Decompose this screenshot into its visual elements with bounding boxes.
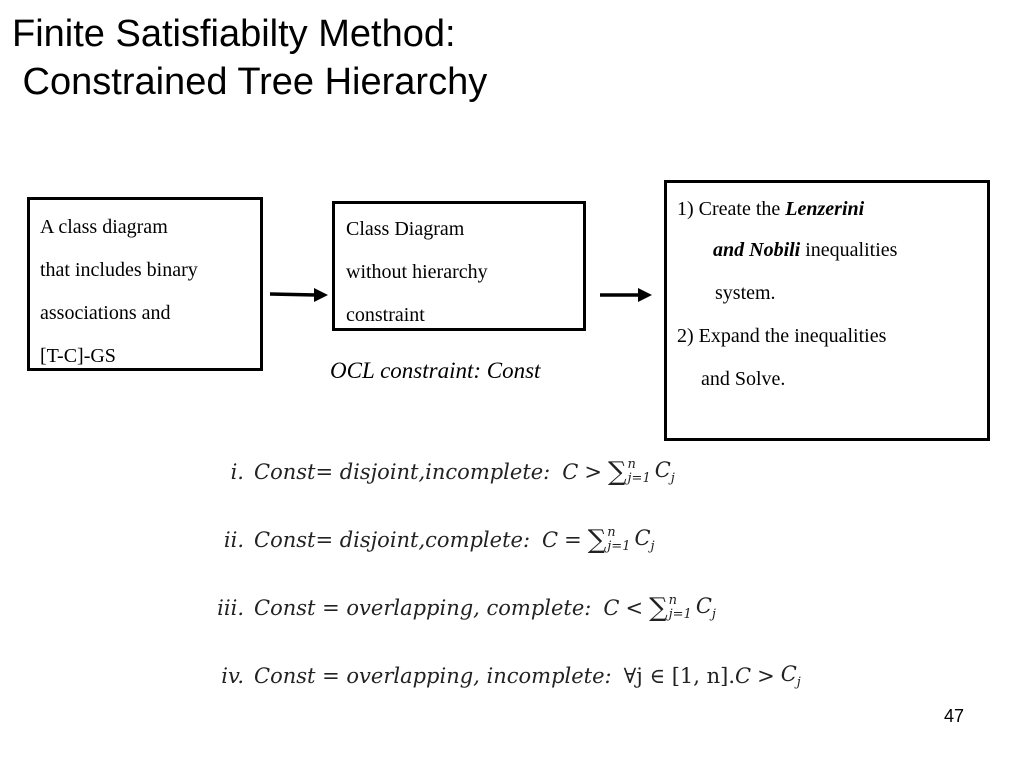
step1-rest: inequalities xyxy=(800,239,898,261)
formula-text: Const= disjoint,incomplete: xyxy=(254,460,551,484)
formula-row: iii. Const = overlapping, complete: C < … xyxy=(200,588,716,628)
page-number: 47 xyxy=(943,706,964,726)
box1-line: that includes binary xyxy=(40,259,198,281)
sum-upper: n xyxy=(627,457,636,472)
formula-operator: > xyxy=(757,664,775,688)
summand-term: C xyxy=(634,525,651,550)
formula-lhs: C xyxy=(542,528,559,552)
sigma-icon: ∑ xyxy=(649,593,668,623)
formula-text: Const= disjoint,complete: xyxy=(254,528,531,552)
arrow-2 xyxy=(600,288,652,302)
step1-prefix: 1) Create the xyxy=(677,198,786,220)
class-diagram-no-hierarchy-box: Class Diagram without hierarchy constrai… xyxy=(332,201,586,331)
title-line-1: Finite Satisfiabilty Method: xyxy=(12,13,456,55)
sum-upper: n xyxy=(607,525,616,540)
box2-line: Class Diagram xyxy=(346,218,465,240)
summand: Cj xyxy=(634,526,654,554)
box1-line: [T-C]-GS xyxy=(40,345,116,367)
summand-sub: j xyxy=(711,607,716,623)
sum-lower: j=1 xyxy=(668,607,692,622)
sum-upper: n xyxy=(668,593,677,608)
step2-line: 2) Expand the inequalities xyxy=(677,325,887,347)
formula-number: i. xyxy=(230,460,244,484)
rhs-sub: j xyxy=(796,675,801,691)
box2-line: without hierarchy xyxy=(346,261,488,283)
summand-sub: j xyxy=(650,539,655,555)
input-class-diagram-box: A class diagram that includes binary ass… xyxy=(27,197,263,371)
summand-sub: j xyxy=(670,471,675,487)
formula-rhs: Cj xyxy=(781,662,801,690)
sigma-icon: ∑ xyxy=(587,525,607,555)
formula-operator: = xyxy=(564,528,582,552)
formula-number: iii. xyxy=(217,596,244,620)
nobili-emph: and Nobili xyxy=(713,239,801,261)
step1-line: 1) Create the Lenzerini xyxy=(677,189,987,229)
summand: Cj xyxy=(696,594,716,622)
step1-line-3: system. xyxy=(715,282,776,304)
inequalities-steps-box: 1) Create the Lenzerini and Nobili inequ… xyxy=(664,180,990,441)
formula-number: iv. xyxy=(221,664,244,688)
box1-line: associations and xyxy=(40,302,171,324)
summand: Cj xyxy=(655,458,675,486)
formula-quantifier: ∀j ∈ [1, n]. xyxy=(623,664,736,688)
lenzerini-emph: Lenzerini xyxy=(785,198,865,220)
formula-lhs: C xyxy=(562,460,579,484)
arrow-1 xyxy=(269,288,328,302)
title-line-2: Constrained Tree Hierarchy xyxy=(12,61,488,103)
slide-title: Finite Satisfiabilty Method: Constrained… xyxy=(12,10,487,106)
formula-lhs: C xyxy=(735,664,752,688)
formula-text: Const = overlapping, incomplete: xyxy=(254,664,612,688)
summand-term: C xyxy=(695,593,712,618)
box2-line: constraint xyxy=(346,304,425,326)
ocl-constraint-label: OCL constraint: Const xyxy=(330,358,541,383)
formula-row: iv. Const = overlapping, incomplete: ∀j … xyxy=(200,656,801,696)
box1-line: A class diagram xyxy=(40,216,168,238)
summand-term: C xyxy=(654,457,671,482)
step1-line-2: and Nobili inequalities xyxy=(677,229,987,272)
formula-number: ii. xyxy=(223,528,244,552)
formula-text: Const = overlapping, complete: xyxy=(254,596,592,620)
formula-lhs: C xyxy=(603,596,620,620)
sum-lower: j=1 xyxy=(607,539,631,554)
formula-operator: > xyxy=(584,460,602,484)
sum-lower: j=1 xyxy=(627,471,651,486)
rhs-term: C xyxy=(780,661,797,686)
step2-line-2: and Solve. xyxy=(701,368,786,390)
formula-operator: < xyxy=(625,596,644,620)
sigma-icon: ∑ xyxy=(607,457,627,487)
